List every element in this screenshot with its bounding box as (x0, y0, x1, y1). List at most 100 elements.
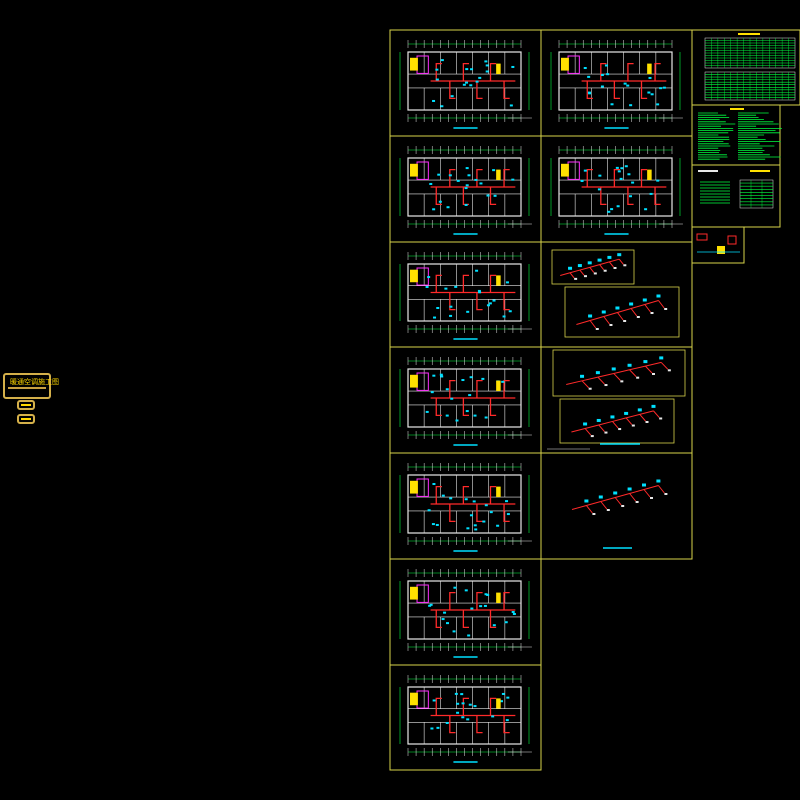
diffuser (443, 611, 447, 614)
diffuser (496, 524, 500, 527)
diffuser (449, 305, 453, 308)
label-mark (635, 501, 639, 503)
shaft-fill (410, 374, 418, 388)
diffuser (450, 397, 454, 400)
outer-wall (407, 580, 522, 640)
diffuser (484, 416, 488, 419)
diffuser (433, 316, 437, 319)
label-mark (604, 384, 608, 387)
diffuser (460, 693, 464, 696)
diffuser (462, 83, 466, 86)
diffuser (445, 622, 449, 625)
diffuser (432, 374, 436, 377)
terminal (595, 371, 600, 375)
diagram-box (559, 398, 675, 444)
stair-core (416, 478, 429, 497)
title-stamp: 暖通空调施工图 (3, 373, 59, 399)
terminal (637, 408, 642, 412)
duct-riser (560, 258, 624, 279)
diffuser (466, 718, 470, 721)
diffuser (435, 78, 439, 81)
diffuser (448, 174, 452, 177)
diffuser (488, 302, 492, 305)
shaft-fill (561, 163, 569, 177)
table-border (739, 179, 774, 209)
isometric-duct-diagram (552, 349, 686, 397)
diffuser (441, 618, 445, 621)
diffuser (461, 716, 465, 719)
diffuser (479, 182, 483, 185)
diffuser (489, 511, 493, 514)
diffuser (474, 178, 478, 181)
diffuser (616, 205, 620, 208)
label-mark (650, 312, 654, 314)
diffuser (623, 82, 627, 85)
sheet-frame (389, 558, 542, 666)
outer-wall (558, 157, 673, 217)
diffuser (445, 414, 449, 417)
diffuser (425, 285, 429, 288)
diffuser (429, 182, 433, 185)
equipment (496, 592, 501, 604)
diffuser (436, 306, 440, 309)
diffuser (446, 206, 450, 209)
isometric-duct-diagram (559, 398, 675, 444)
diffuser (464, 589, 468, 592)
duct-riser (571, 485, 665, 514)
equipment (496, 169, 501, 181)
terminal (656, 479, 661, 483)
stamp-title: 暖通空调施工图 (10, 378, 59, 386)
diffuser (607, 210, 611, 213)
diffuser (491, 715, 495, 718)
duct-riser (571, 410, 660, 436)
diffuser (430, 727, 434, 730)
table-title (738, 33, 760, 35)
duct-run (430, 168, 516, 206)
diffuser (477, 289, 481, 292)
outer-wall (407, 157, 522, 217)
diffuser (606, 73, 610, 76)
diffuser (439, 373, 443, 376)
legend-title (698, 170, 718, 172)
shaft-fill (410, 269, 418, 283)
diffuser (486, 194, 490, 197)
diffuser (427, 509, 431, 512)
detail-item (717, 246, 725, 254)
diffuser (475, 269, 479, 272)
sheet-frame (540, 241, 693, 348)
duct-run (430, 485, 516, 523)
equipment (647, 169, 652, 181)
diffuser (464, 203, 468, 206)
diffuser (648, 76, 652, 79)
diffuser (432, 99, 436, 102)
diffuser (647, 91, 651, 94)
terminal (568, 266, 573, 270)
terminal (627, 487, 632, 491)
diffuser (475, 80, 479, 83)
diffuser (464, 187, 468, 190)
floor-plan (399, 463, 532, 552)
terminal (607, 255, 612, 259)
diffuser (469, 514, 473, 517)
diffuser (438, 200, 442, 203)
duct-riser (576, 300, 665, 329)
diffuser (454, 692, 458, 695)
label-mark (667, 369, 671, 372)
label-mark (595, 328, 599, 330)
detail-item (696, 233, 708, 241)
equipment (496, 486, 501, 498)
diffuser (432, 208, 436, 211)
terminal (584, 499, 589, 503)
diffuser (440, 59, 444, 62)
terminal (588, 314, 593, 318)
label-mark (645, 421, 649, 423)
stair-core (416, 690, 429, 709)
diffuser (456, 702, 460, 705)
diffuser (436, 726, 440, 729)
diffuser (478, 76, 482, 79)
diffuser (470, 68, 474, 71)
detail-item (727, 235, 737, 245)
diffuser (425, 410, 429, 413)
sheet-frame (691, 226, 745, 264)
